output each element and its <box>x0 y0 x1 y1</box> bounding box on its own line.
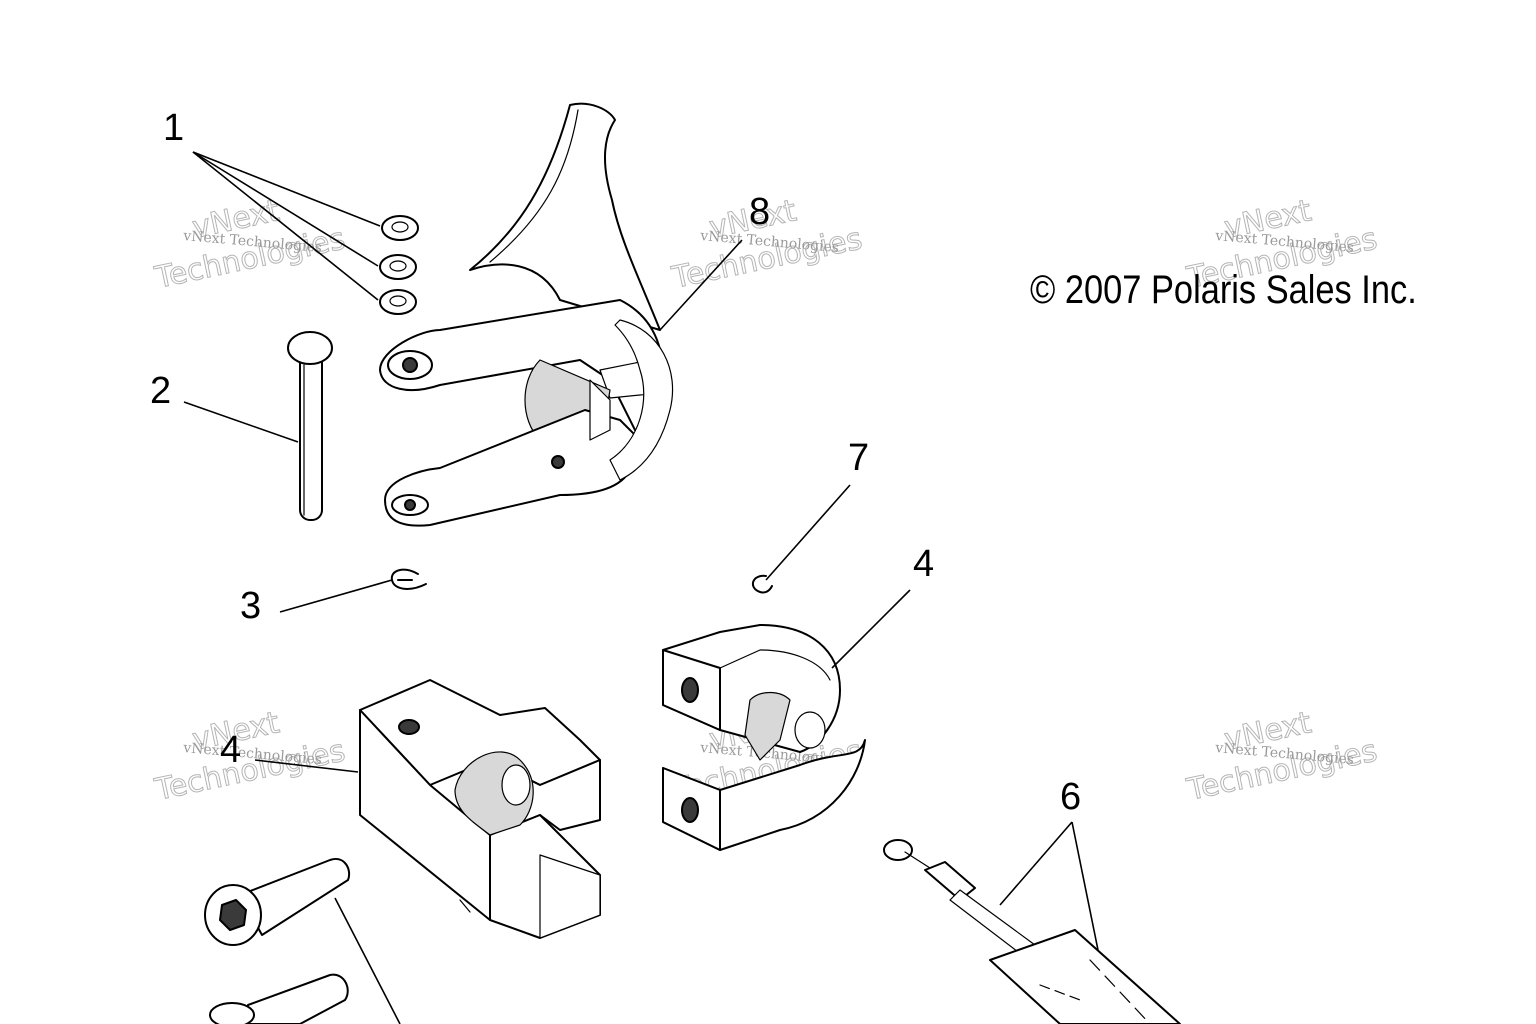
callout-7: 7 <box>848 437 869 479</box>
watermark-bottom-left: vNext Technologies vNext Technologies <box>151 705 349 809</box>
callout-4-right: 4 <box>913 543 934 585</box>
clamp-part-4-right <box>662 624 866 851</box>
clip-part-7 <box>751 574 773 594</box>
washers-part-1 <box>379 215 419 315</box>
pin-part-2 <box>287 331 333 521</box>
clip-part-3 <box>390 568 427 590</box>
watermark-top-left: vNext Technologies vNext Technologies <box>151 193 349 297</box>
copyright-notice: © 2007 Polaris Sales Inc. <box>1030 268 1417 312</box>
bolts-part-5 <box>204 858 350 1024</box>
callout-2: 2 <box>150 370 171 412</box>
cable-part-6 <box>883 839 1181 1024</box>
lever-bracket-part-8 <box>379 102 674 527</box>
callout-4-left: 4 <box>220 729 241 771</box>
housing-part-4-left <box>359 679 601 939</box>
callouts: 1 2 3 4 4 6 7 8 <box>150 107 1081 818</box>
callout-3: 3 <box>240 585 261 627</box>
leader-lines <box>183 151 1099 1024</box>
callout-1: 1 <box>163 107 184 149</box>
callout-6: 6 <box>1060 776 1081 818</box>
callout-8: 8 <box>749 191 770 233</box>
watermark-bottom-right: vNext Technologies vNext Technologies <box>1183 705 1381 809</box>
